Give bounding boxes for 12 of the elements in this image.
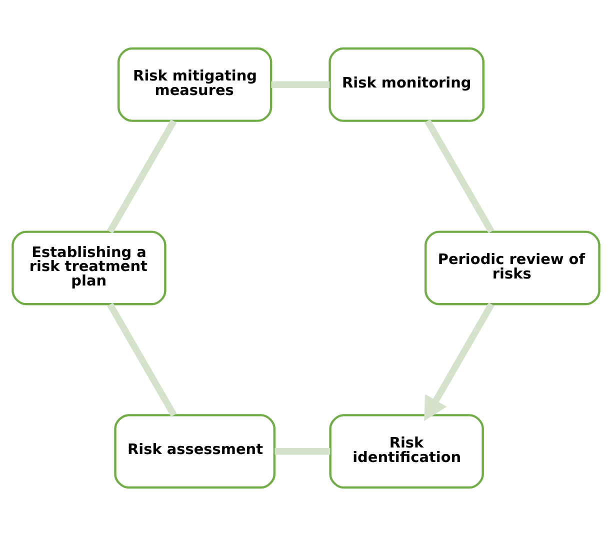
connector: [107, 302, 177, 416]
node-box: Risk mitigating measures: [117, 46, 272, 122]
node-box: Risk monitoring: [328, 46, 484, 122]
node-box: Periodic review of risks: [424, 230, 600, 305]
connector: [424, 118, 494, 233]
arrow: [424, 302, 494, 421]
node-box: Risk identification: [329, 414, 484, 488]
node-box: Risk assessment: [114, 414, 276, 488]
connector: [271, 80, 330, 88]
connector: [107, 118, 177, 233]
node-box: Establishing a risk treatment plan: [12, 230, 166, 305]
connector: [274, 448, 330, 454]
